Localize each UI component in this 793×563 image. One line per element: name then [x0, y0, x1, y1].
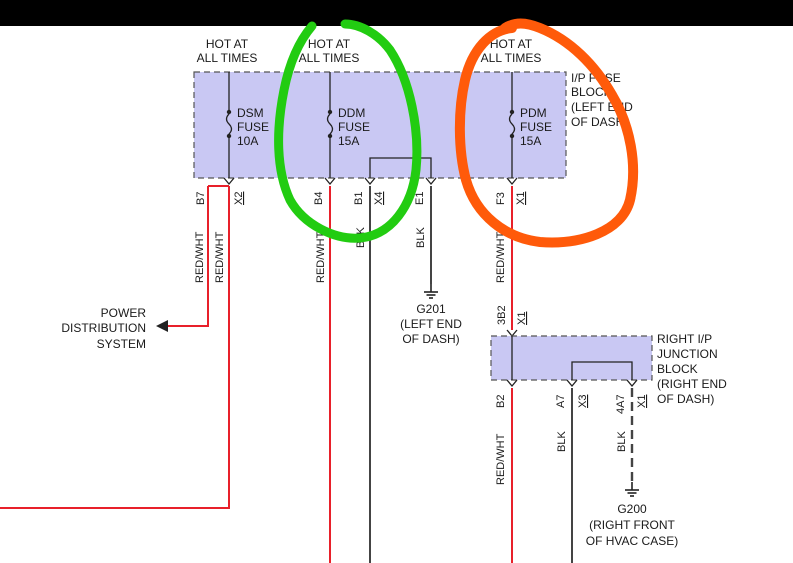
pin-e1: E1 — [414, 192, 426, 205]
hot-label-2-line2: ALL TIMES — [299, 51, 360, 65]
dsm-wire-to-bottom-left — [0, 186, 230, 509]
pin-x2: X2 — [233, 192, 245, 205]
wire-color-red-wht-1: RED/WHT — [194, 231, 206, 283]
dsm-fuse — [225, 72, 233, 178]
pin-b7: B7 — [195, 192, 207, 205]
hot-label-2-line1: HOT AT — [308, 37, 351, 51]
pin-b1: B1 — [353, 192, 365, 205]
hot-label-1-line1: HOT AT — [206, 37, 249, 51]
pin-3b2: 3B2 — [496, 305, 508, 325]
ground-symbol-g200 — [625, 482, 639, 497]
g201-name: G201 — [416, 302, 446, 316]
g201-line3: OF DASH) — [402, 332, 459, 346]
wire-color-red-wht-5: RED/WHT — [495, 433, 507, 485]
pdm-fuse-type: FUSE — [520, 120, 552, 134]
g200-line2: (RIGHT FRONT — [589, 518, 675, 532]
internal-ground-bus — [369, 157, 432, 178]
dsm-fuse-rating: 10A — [237, 134, 258, 148]
jb-label-5: OF DASH) — [657, 392, 714, 406]
pin-x4: X4 — [373, 192, 385, 205]
wire-color-blk-4: BLK — [616, 431, 628, 452]
orange-highlight-circle — [454, 18, 639, 248]
jb-label-2: JUNCTION — [657, 347, 718, 361]
wire-color-blk-3: BLK — [556, 431, 568, 452]
wire-color-blk-2: BLK — [415, 227, 427, 248]
pin-x1-top: X1 — [515, 192, 527, 205]
pin-a7: A7 — [555, 395, 567, 408]
power-dist-line2: DISTRIBUTION — [61, 321, 146, 335]
pdm-fuse-name: PDM — [520, 106, 547, 120]
hot-label-3-line1: HOT AT — [490, 37, 533, 51]
jb-internal-ground-bus — [571, 361, 633, 380]
dsm-fuse-name: DSM — [237, 106, 264, 120]
pin-x1-jb-bottom: X1 — [636, 395, 648, 408]
wire-color-red-wht-3: RED/WHT — [315, 231, 327, 283]
connector-chevrons-top — [223, 177, 518, 186]
pin-f3: F3 — [495, 192, 507, 205]
hot-label-1-line2: ALL TIMES — [197, 51, 258, 65]
ground-symbol-g201 — [424, 284, 438, 299]
pdm-fuse — [508, 72, 516, 178]
power-dist-arrow — [156, 320, 168, 332]
pin-x3: X3 — [577, 395, 589, 408]
wire-color-red-wht-4: RED/WHT — [495, 231, 507, 283]
ip-fuse-block-label-4: OF DASH) — [571, 115, 628, 129]
pin-x1-jb-top: X1 — [516, 312, 528, 325]
pin-b2: B2 — [495, 395, 507, 408]
connector-chevrons-jb — [506, 379, 638, 388]
pin-4a7: 4A7 — [615, 394, 627, 414]
pin-b4: B4 — [313, 192, 325, 205]
jb-label-1: RIGHT I/P — [657, 332, 712, 346]
header-bar — [0, 0, 793, 26]
wire-color-red-wht-2: RED/WHT — [214, 231, 226, 283]
ddm-fuse-rating: 15A — [338, 134, 359, 148]
power-dist-line3: SYSTEM — [97, 337, 146, 351]
g201-line2: (LEFT END — [400, 317, 462, 331]
ip-fuse-block-label-2: BLOCK — [571, 85, 612, 99]
ddm-fuse-name: DDM — [338, 106, 365, 120]
jb-top-chevron — [506, 329, 518, 338]
g200-line3: OF HVAC CASE) — [586, 534, 678, 548]
jb-label-3: BLOCK — [657, 362, 698, 376]
ddm-fuse — [326, 72, 334, 178]
ip-fuse-block — [193, 71, 567, 179]
ddm-fuse-type: FUSE — [338, 120, 370, 134]
hot-label-3-line2: ALL TIMES — [481, 51, 542, 65]
g200-name: G200 — [617, 502, 647, 516]
power-dist-line1: POWER — [101, 306, 147, 320]
dsm-fuse-type: FUSE — [237, 120, 269, 134]
dsm-wire-to-power-dist — [168, 186, 209, 327]
green-highlight-circle — [274, 19, 422, 243]
jb-label-4: (RIGHT END — [657, 377, 727, 391]
pdm-fuse-rating: 15A — [520, 134, 541, 148]
